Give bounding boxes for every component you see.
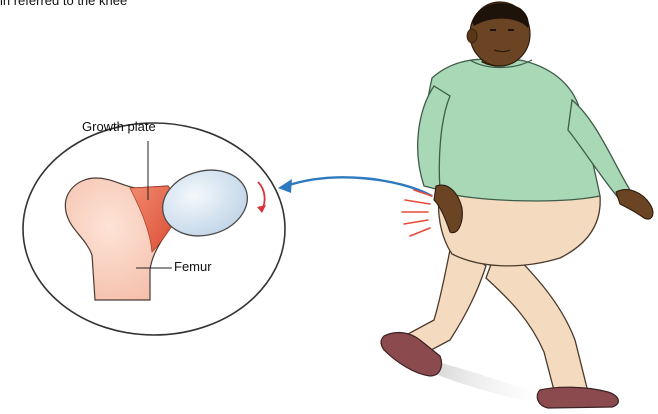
ear xyxy=(467,29,477,43)
back-shoe xyxy=(537,387,618,408)
walking-man xyxy=(381,2,653,408)
right-hand xyxy=(616,190,653,219)
pain-radiating-lines-icon xyxy=(402,190,432,236)
pointer-arrow-icon xyxy=(286,177,432,196)
femur-label: Femur xyxy=(174,259,212,274)
hip-inset xyxy=(23,123,285,335)
growth-plate-label: Growth plate xyxy=(82,119,156,134)
